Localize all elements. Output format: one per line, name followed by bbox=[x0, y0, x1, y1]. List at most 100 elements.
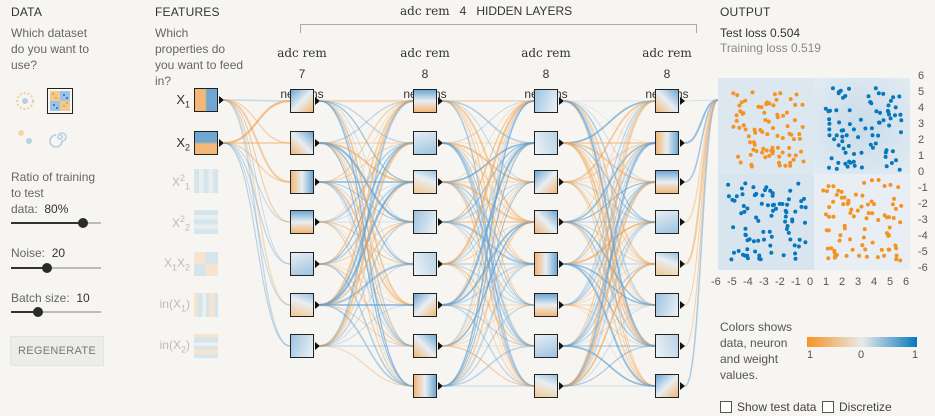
layer-3-neuron-5[interactable] bbox=[534, 252, 558, 276]
weight-link[interactable] bbox=[223, 142, 291, 223]
weight-link[interactable] bbox=[319, 100, 414, 265]
feature-tile-4[interactable] bbox=[194, 210, 218, 234]
ratio-slider-knob[interactable] bbox=[78, 218, 88, 228]
layer-4-neuron-8[interactable] bbox=[655, 374, 679, 398]
circle-dataset-thumbnail[interactable] bbox=[12, 88, 38, 114]
weight-link[interactable] bbox=[223, 99, 291, 265]
weight-link[interactable] bbox=[442, 100, 535, 306]
weight-link[interactable] bbox=[442, 100, 535, 144]
weight-link[interactable] bbox=[319, 221, 414, 306]
feature-tile-2[interactable] bbox=[194, 131, 218, 155]
layer-2-neuron-2[interactable] bbox=[413, 131, 437, 155]
layer-1-add-remove-buttons[interactable]: adc rem bbox=[277, 46, 327, 60]
weight-link[interactable] bbox=[223, 99, 291, 347]
weight-link[interactable] bbox=[442, 100, 535, 387]
layer-3-neuron-4[interactable] bbox=[534, 210, 558, 234]
xor-dataset-thumbnail[interactable] bbox=[47, 88, 73, 114]
weight-link[interactable] bbox=[319, 142, 414, 183]
weight-link[interactable] bbox=[223, 99, 291, 145]
weight-link[interactable] bbox=[563, 263, 656, 387]
layer-4-neuron-7[interactable] bbox=[655, 334, 679, 358]
weight-link[interactable] bbox=[563, 263, 656, 347]
layer-3-neuron-7[interactable] bbox=[534, 334, 558, 358]
weight-link[interactable] bbox=[442, 142, 535, 387]
layer-2-add-remove-buttons[interactable]: adc rem bbox=[400, 46, 450, 60]
weight-link[interactable] bbox=[319, 100, 414, 144]
weight-link[interactable] bbox=[442, 181, 535, 387]
layer-add-remove-buttons[interactable]: adc rem bbox=[400, 4, 450, 18]
discretize-checkbox[interactable] bbox=[822, 401, 834, 413]
batch-slider-knob[interactable] bbox=[33, 307, 43, 317]
weight-link[interactable] bbox=[223, 142, 291, 347]
weight-link[interactable] bbox=[319, 263, 414, 347]
noise-slider[interactable] bbox=[11, 263, 101, 273]
layer-4-neuron-6[interactable] bbox=[655, 293, 679, 317]
weight-link[interactable] bbox=[223, 142, 291, 265]
weight-link[interactable] bbox=[319, 181, 414, 347]
layer-3-neuron-1[interactable] bbox=[534, 89, 558, 113]
feature-tile-1[interactable] bbox=[194, 88, 218, 112]
weight-link[interactable] bbox=[563, 141, 656, 388]
weight-link[interactable] bbox=[563, 345, 656, 387]
feature-tile-6[interactable] bbox=[194, 293, 218, 317]
weight-link[interactable] bbox=[319, 141, 414, 224]
layer-2-neuron-7[interactable] bbox=[413, 334, 437, 358]
layer-1-neuron-2[interactable] bbox=[290, 131, 314, 155]
layer-3-neuron-3[interactable] bbox=[534, 170, 558, 194]
gaussian-dataset-thumbnail[interactable] bbox=[12, 124, 38, 150]
weight-link[interactable] bbox=[319, 304, 414, 347]
weight-link[interactable] bbox=[319, 141, 414, 307]
feature-tile-3[interactable] bbox=[194, 169, 218, 193]
weight-link[interactable] bbox=[223, 99, 291, 306]
weight-link[interactable] bbox=[563, 141, 656, 184]
layer-4-neuron-4[interactable] bbox=[655, 210, 679, 234]
weight-link[interactable] bbox=[442, 181, 535, 223]
weight-link[interactable] bbox=[319, 304, 414, 387]
weight-link[interactable] bbox=[442, 100, 535, 183]
weight-link[interactable] bbox=[442, 180, 535, 224]
batch-size-slider[interactable] bbox=[11, 307, 101, 317]
weight-link[interactable] bbox=[563, 304, 656, 387]
weight-link[interactable] bbox=[442, 263, 535, 347]
weight-link[interactable] bbox=[319, 100, 414, 144]
layer-2-neuron-6[interactable] bbox=[413, 293, 437, 317]
weight-link[interactable] bbox=[563, 142, 656, 265]
layer-3-neuron-2[interactable] bbox=[534, 131, 558, 155]
weight-link[interactable] bbox=[319, 99, 414, 307]
weight-link[interactable] bbox=[563, 142, 656, 183]
layer-4-neuron-5[interactable] bbox=[655, 252, 679, 276]
weight-link[interactable] bbox=[223, 142, 291, 183]
weight-link[interactable] bbox=[563, 142, 656, 223]
weight-link[interactable] bbox=[442, 100, 535, 223]
weight-link[interactable] bbox=[319, 262, 414, 307]
spiral-dataset-thumbnail[interactable] bbox=[47, 124, 73, 150]
weight-link[interactable] bbox=[442, 100, 535, 183]
weight-link[interactable] bbox=[563, 100, 656, 347]
weight-link[interactable] bbox=[563, 220, 656, 388]
layer-2-neuron-8[interactable] bbox=[413, 374, 437, 398]
ratio-slider[interactable] bbox=[11, 218, 101, 228]
noise-slider-knob[interactable] bbox=[42, 263, 52, 273]
layer-2-neuron-5[interactable] bbox=[413, 252, 437, 276]
weight-link[interactable] bbox=[319, 263, 414, 387]
weight-link[interactable] bbox=[684, 99, 719, 347]
weight-link[interactable] bbox=[319, 100, 414, 347]
weight-link[interactable] bbox=[442, 345, 535, 387]
weight-link[interactable] bbox=[563, 100, 656, 223]
weight-link[interactable] bbox=[223, 98, 291, 184]
layer-1-neuron-5[interactable] bbox=[290, 252, 314, 276]
weight-link[interactable] bbox=[563, 304, 656, 387]
layer-1-neuron-1[interactable] bbox=[290, 89, 314, 113]
weight-link[interactable] bbox=[563, 100, 656, 183]
layer-3-neuron-6[interactable] bbox=[534, 293, 558, 317]
weight-link[interactable] bbox=[319, 100, 414, 183]
weight-link[interactable] bbox=[442, 345, 535, 387]
layer-4-neuron-1[interactable] bbox=[655, 89, 679, 113]
layer-2-neuron-3[interactable] bbox=[413, 170, 437, 194]
weight-link[interactable] bbox=[442, 263, 535, 387]
weight-link[interactable] bbox=[223, 99, 291, 223]
layer-1-neuron-3[interactable] bbox=[290, 170, 314, 194]
weight-link[interactable] bbox=[563, 100, 656, 306]
show-test-data-checkbox[interactable] bbox=[720, 401, 732, 413]
layer-2-neuron-1[interactable] bbox=[413, 89, 437, 113]
